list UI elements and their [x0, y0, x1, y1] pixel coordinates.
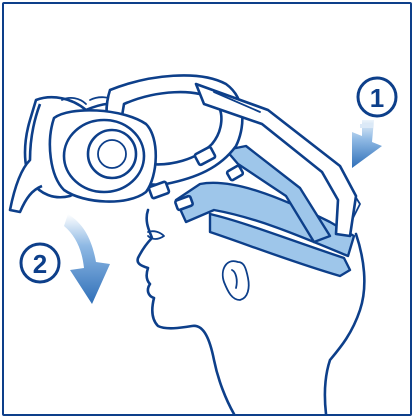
ear — [223, 261, 249, 300]
step-2-arrow — [64, 214, 110, 304]
step-2-number: 2 — [33, 249, 47, 279]
step-1-number: 1 — [370, 83, 384, 113]
step-1-arrow — [352, 116, 382, 168]
step-1-badge: 1 — [358, 78, 396, 116]
curved-arrow-down-icon — [64, 214, 110, 304]
step-2-badge: 2 — [21, 244, 59, 282]
buckle — [226, 165, 243, 181]
arrow-down-icon — [352, 116, 382, 168]
